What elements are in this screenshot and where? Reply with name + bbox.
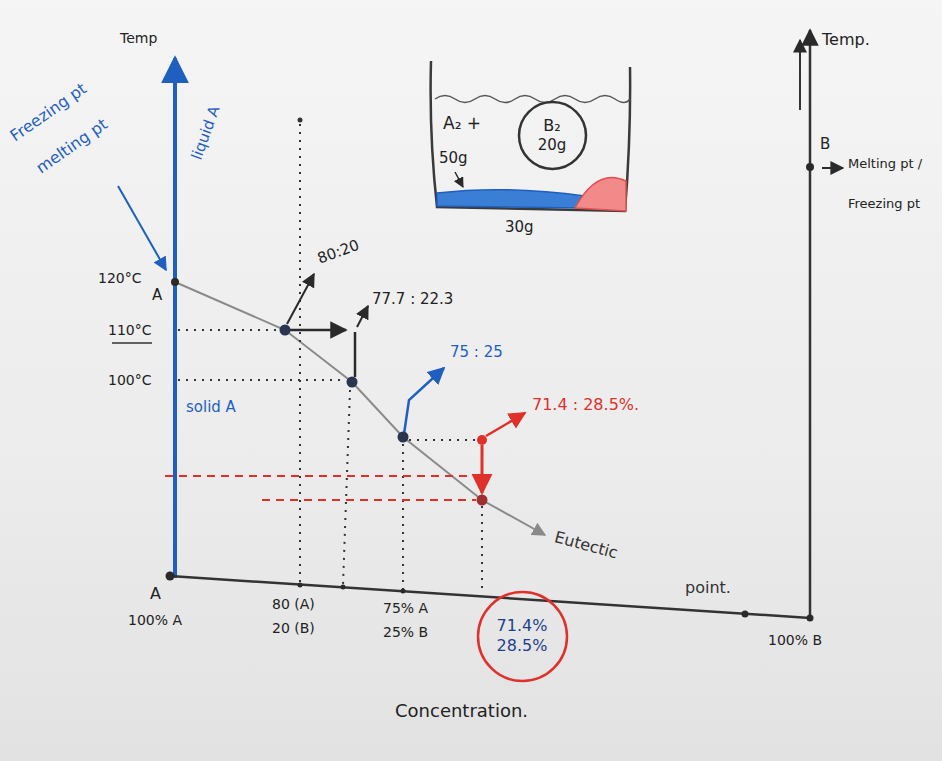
dashed-guide xyxy=(262,499,476,501)
axis-end-label: 100% A xyxy=(128,612,182,629)
dotted-guide xyxy=(343,390,350,585)
eutectic-composition: 71.4%28.5% xyxy=(476,590,569,683)
tick-dot xyxy=(401,589,406,594)
axis-dot xyxy=(742,611,749,618)
dotted-guide xyxy=(178,329,280,331)
data-point xyxy=(477,435,487,445)
data-point xyxy=(398,432,409,443)
pointer-arrow xyxy=(822,167,843,169)
step-line xyxy=(354,332,357,377)
temperature-value: 120°C xyxy=(98,270,142,287)
eutectic-point xyxy=(477,495,488,506)
beaker-outline xyxy=(425,55,637,220)
axis-arrow xyxy=(799,40,801,110)
composition-tick: 20 (B) xyxy=(272,620,315,637)
dotted-guide xyxy=(409,439,476,441)
temperature-value: 100°C xyxy=(108,372,152,389)
mass-label: 50g xyxy=(439,149,468,167)
curve-label: point. xyxy=(685,578,731,597)
pointer-arrow xyxy=(118,186,166,270)
substance-label: A₂ + xyxy=(443,113,481,133)
axis-end-label: A xyxy=(150,584,161,603)
composition-tick: 80 (A) xyxy=(272,596,315,613)
circle-outline-shape xyxy=(519,102,586,169)
point-letter: B xyxy=(820,135,830,153)
data-points xyxy=(166,163,815,622)
text-group: B₂20g xyxy=(538,116,567,155)
circle-outline xyxy=(517,100,588,171)
dotted-guide xyxy=(178,379,346,381)
mass-label: 20g xyxy=(538,136,567,155)
circle-outline-shape xyxy=(478,592,567,681)
axis-dot xyxy=(807,615,814,622)
axis-title: Temp. xyxy=(822,30,870,49)
composition-label: 71.4% xyxy=(497,616,548,636)
axis-title: Concentration. xyxy=(395,700,528,722)
pointer-arrow xyxy=(357,306,368,327)
data-point xyxy=(347,377,358,388)
point-name: Melting pt / xyxy=(848,156,926,172)
pointer-arrow xyxy=(404,368,444,434)
phase-label: liquid A xyxy=(188,103,224,162)
axis-dot xyxy=(166,572,175,581)
leader-line xyxy=(455,172,463,187)
beaker-wall xyxy=(431,61,631,211)
temperature-axis-b xyxy=(809,30,812,618)
composition-tick: 75% A xyxy=(383,600,428,617)
dotted-guide xyxy=(299,124,301,582)
data-point xyxy=(280,325,291,336)
substance-label: B₂ xyxy=(538,116,567,136)
temperature-value: 110°C xyxy=(108,322,152,339)
temperature-axis-a xyxy=(173,58,177,578)
point-name: Freezing pt xyxy=(848,196,926,212)
ratio-label: 77.7 : 22.3 xyxy=(372,290,453,308)
dashed-guide xyxy=(165,475,478,477)
pointer-arrow xyxy=(486,413,525,436)
text-group: 71.4%28.5% xyxy=(497,616,548,656)
axis-dot xyxy=(806,163,814,171)
dotted-guide xyxy=(402,444,404,589)
freezing-point-curve xyxy=(175,282,545,535)
tick-dot xyxy=(341,585,346,590)
step-arrow xyxy=(289,329,346,332)
step-arrow xyxy=(481,445,484,493)
eutectic-guides xyxy=(165,476,478,500)
solid-b-pile xyxy=(575,177,626,211)
concentration-axis xyxy=(170,576,810,618)
liquid-surface xyxy=(435,96,630,103)
guide-dot xyxy=(298,118,303,123)
composition-tick: 25% B xyxy=(383,624,428,641)
axis-end-label: 100% B xyxy=(768,632,822,649)
underline xyxy=(112,342,152,344)
solid-a-layer xyxy=(437,190,585,208)
axis-title: Temp xyxy=(120,30,157,47)
pointer-arrow xyxy=(287,274,314,324)
circled-component: B₂20g xyxy=(517,100,588,171)
curve-label: Eutectic xyxy=(553,527,620,562)
phase-label: solid A xyxy=(186,398,236,416)
ratio-label: 71.4 : 28.5%. xyxy=(532,395,639,414)
ratio-label: 80:20 xyxy=(315,236,362,268)
data-point xyxy=(171,278,179,286)
beaker: A₂ + 50g B₂20g xyxy=(425,55,637,220)
dotted-guide xyxy=(481,506,483,594)
ratio-label: 75 : 25 xyxy=(450,343,503,361)
tick-dot xyxy=(298,583,303,588)
composition-label: 28.5% xyxy=(497,636,548,656)
mass-label: 30g xyxy=(505,218,534,236)
point-letter: A xyxy=(152,286,162,304)
